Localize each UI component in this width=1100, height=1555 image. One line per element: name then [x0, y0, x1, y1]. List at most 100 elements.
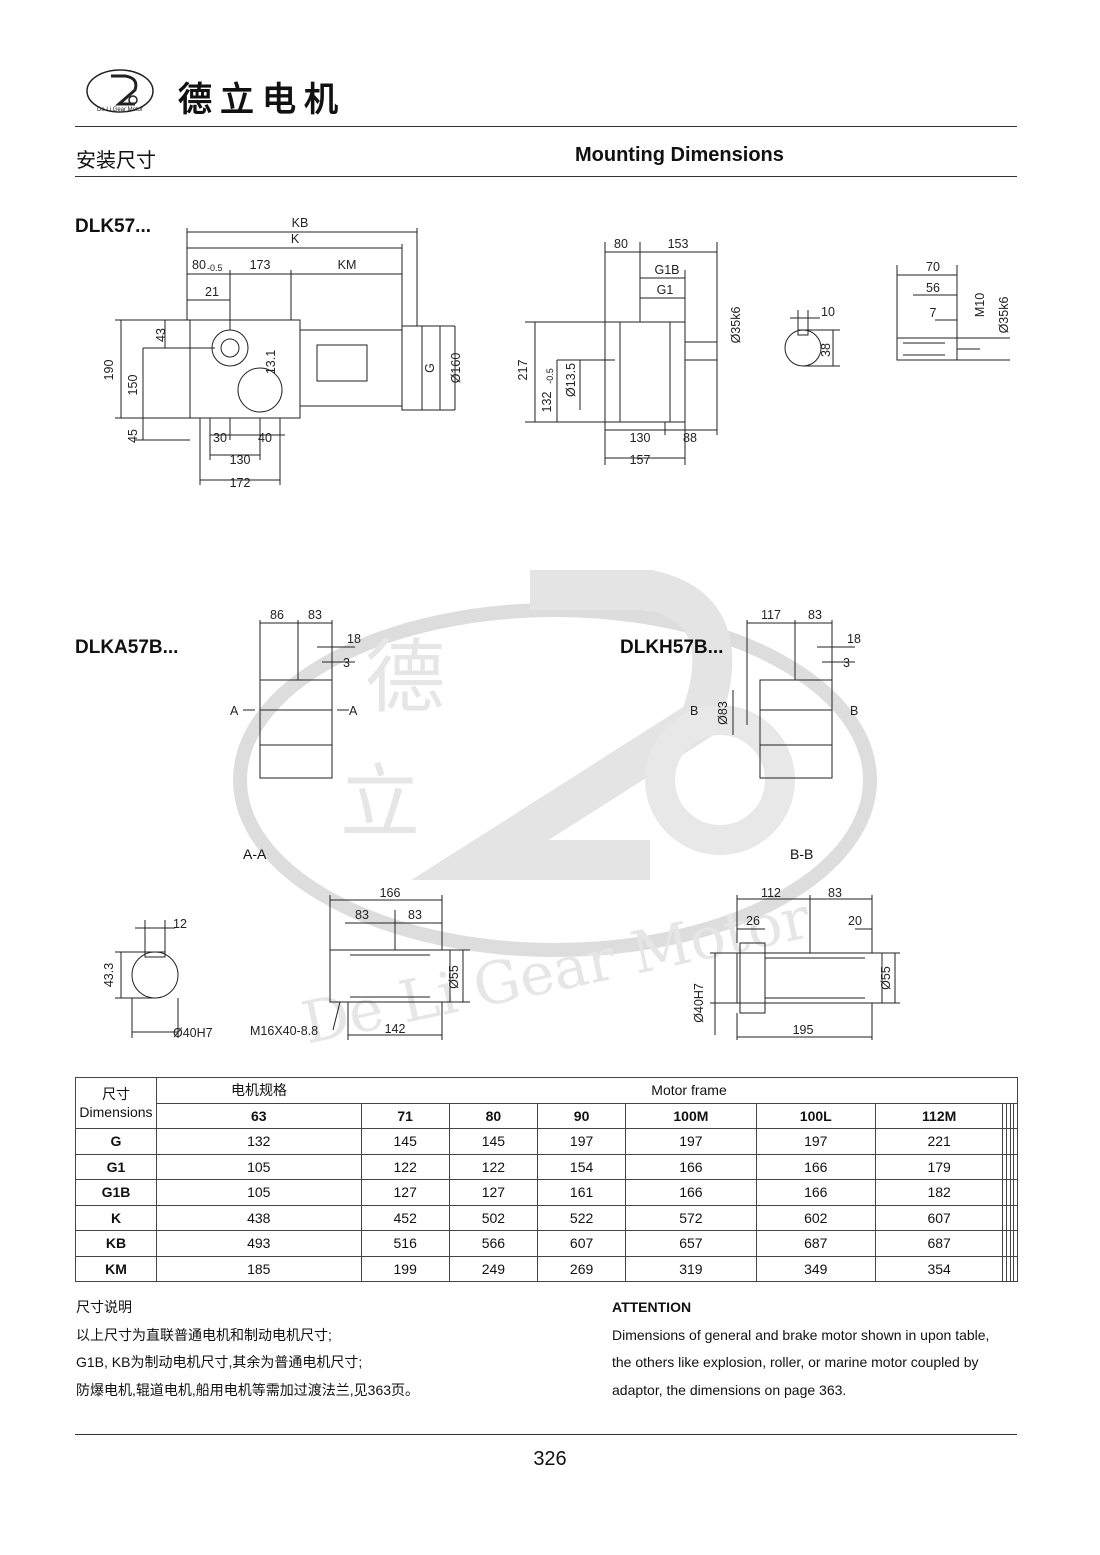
section-title-cn: 安装尺寸	[76, 150, 156, 172]
watermark-gear	[645, 705, 795, 855]
table-cell	[1013, 1255, 1018, 1282]
notes-en-line-1: Dimensions of general and brake motor sh…	[612, 1326, 990, 1343]
logo-seal-gear	[128, 95, 138, 105]
fv-dim-35k6: Ø35k6	[729, 307, 743, 344]
table-cell: 199	[360, 1255, 450, 1282]
table-cell: 122	[360, 1153, 450, 1180]
dim-80: 80	[192, 258, 206, 272]
table-cell: 182	[874, 1179, 1004, 1206]
company-name: 德立电机	[178, 80, 346, 120]
dim-190: 190	[102, 360, 116, 381]
company-logo: De Li Gear Motor	[85, 68, 155, 114]
table-cell: 493	[156, 1230, 362, 1257]
dlkh-label-b-left: B	[690, 704, 698, 718]
drawing-hollow-aa-section: 12 43.3 Ø40H7	[102, 917, 213, 1040]
dlkh-dim-3: 3	[843, 656, 850, 670]
table-cell: 607	[536, 1230, 627, 1257]
notes-cn: 尺寸说明 以上尺寸为直联普通电机和制动电机尺寸; G1B, KB为制动电机尺寸,…	[76, 1294, 576, 1404]
header-rule-bottom	[75, 176, 1017, 177]
page-number: 326	[533, 1448, 567, 1470]
dlkh-dim-117: 117	[761, 608, 781, 622]
dim-160: Ø160	[449, 353, 463, 384]
bb-shaft-body	[736, 952, 883, 1004]
table-cell: 349	[755, 1255, 876, 1282]
gearbox-body	[189, 319, 301, 419]
table-motor-cn: 电机规格	[156, 1077, 362, 1104]
dim-150: 150	[126, 375, 140, 396]
end-dim-7: 7	[930, 306, 937, 320]
aa-dim-12: 12	[173, 917, 187, 931]
watermark-cn-1: 德	[365, 631, 445, 724]
table-cell: 602	[755, 1204, 876, 1231]
bb-dim-112: 112	[761, 886, 781, 900]
notes-en-line-2: the others like explosion, roller, or ma…	[612, 1354, 979, 1370]
table-cell: 132	[156, 1128, 362, 1155]
table-header-cn: 尺寸	[102, 1086, 130, 1102]
dlka-dim-86: 86	[270, 608, 284, 622]
drawing-side-view: KB K 80 -0.5 173 KM 21 43 190 150 45 13.…	[102, 216, 463, 490]
table-cell: 452	[360, 1204, 450, 1231]
end-dim-56: 56	[926, 281, 940, 295]
bb-dim-40h7: Ø40H7	[692, 983, 706, 1023]
table-motor-en: Motor frame	[361, 1077, 1019, 1104]
table-cell	[1013, 1153, 1018, 1180]
table-cell: 687	[874, 1230, 1004, 1257]
dim-kb: KB	[292, 216, 309, 230]
dlkh-label-b-right: B	[850, 704, 858, 718]
table-row-label: G	[75, 1128, 157, 1155]
fv-dim-g1: G1	[657, 283, 674, 297]
dim-80-tol: -0.5	[207, 263, 223, 273]
attention-title: ATTENTION	[612, 1299, 692, 1315]
dim-13-1: 13.1	[264, 350, 278, 374]
table-cell: 127	[448, 1179, 538, 1206]
table-cell: 197	[625, 1128, 757, 1155]
notes-en: ATTENTION Dimensions of general and brak…	[612, 1294, 1022, 1404]
table-row-label: KB	[75, 1230, 157, 1257]
fv-dim-130: 130	[630, 431, 651, 445]
shaft-end-body	[896, 337, 958, 361]
table-cell: 269	[536, 1255, 627, 1282]
bb-shrink-disc	[739, 942, 766, 1014]
model-title-dlka57b: DLKA57B...	[75, 637, 179, 658]
dim-40: 40	[258, 431, 272, 445]
dim-km: KM	[338, 258, 357, 272]
table-cell: 154	[536, 1153, 627, 1180]
table-cell: 221	[874, 1128, 1004, 1155]
bb-dim-195: 195	[793, 1023, 814, 1037]
aa-shaft-body	[329, 949, 451, 1003]
aa-dim-55: Ø55	[447, 965, 461, 989]
table-cell: 127	[360, 1179, 450, 1206]
section-title-en: Mounting Dimensions	[575, 144, 784, 166]
fv-dim-153: 153	[668, 237, 689, 251]
fv-dim-132-tol: -0.5	[545, 368, 555, 384]
key-dim-38: 38	[819, 343, 833, 357]
table-row-label: G1B	[75, 1179, 157, 1206]
dim-130: 130	[230, 453, 251, 467]
dlka-dim-3: 3	[343, 656, 350, 670]
table-cell	[1013, 1230, 1018, 1257]
front-shaft	[684, 341, 718, 361]
logo-seal-ellipse	[86, 69, 154, 113]
output-bore	[211, 329, 249, 367]
dim-30: 30	[213, 431, 227, 445]
fv-dim-157: 157	[630, 453, 651, 467]
table-cell	[1013, 1204, 1018, 1231]
dlka-housing	[259, 679, 333, 779]
drawing-shaft-end: 70 56 7 M10 Ø35k6	[896, 260, 1011, 361]
table-row-label: G1	[75, 1153, 157, 1180]
notes-cn-line-2: G1B, KB为制动电机尺寸,其余为普通电机尺寸;	[76, 1354, 363, 1370]
dim-43: 43	[154, 328, 168, 342]
table-cell: 687	[755, 1230, 876, 1257]
table-cell: 161	[536, 1179, 627, 1206]
end-dim-35k6: Ø35k6	[997, 297, 1011, 334]
drawing-hollow-bb-shaft: 112 83 26 20 Ø55 Ø40H7 195	[692, 886, 900, 1040]
table-cell: 105	[156, 1179, 362, 1206]
logo-seal-letter-d	[111, 74, 138, 106]
table-cell: 166	[625, 1153, 757, 1180]
